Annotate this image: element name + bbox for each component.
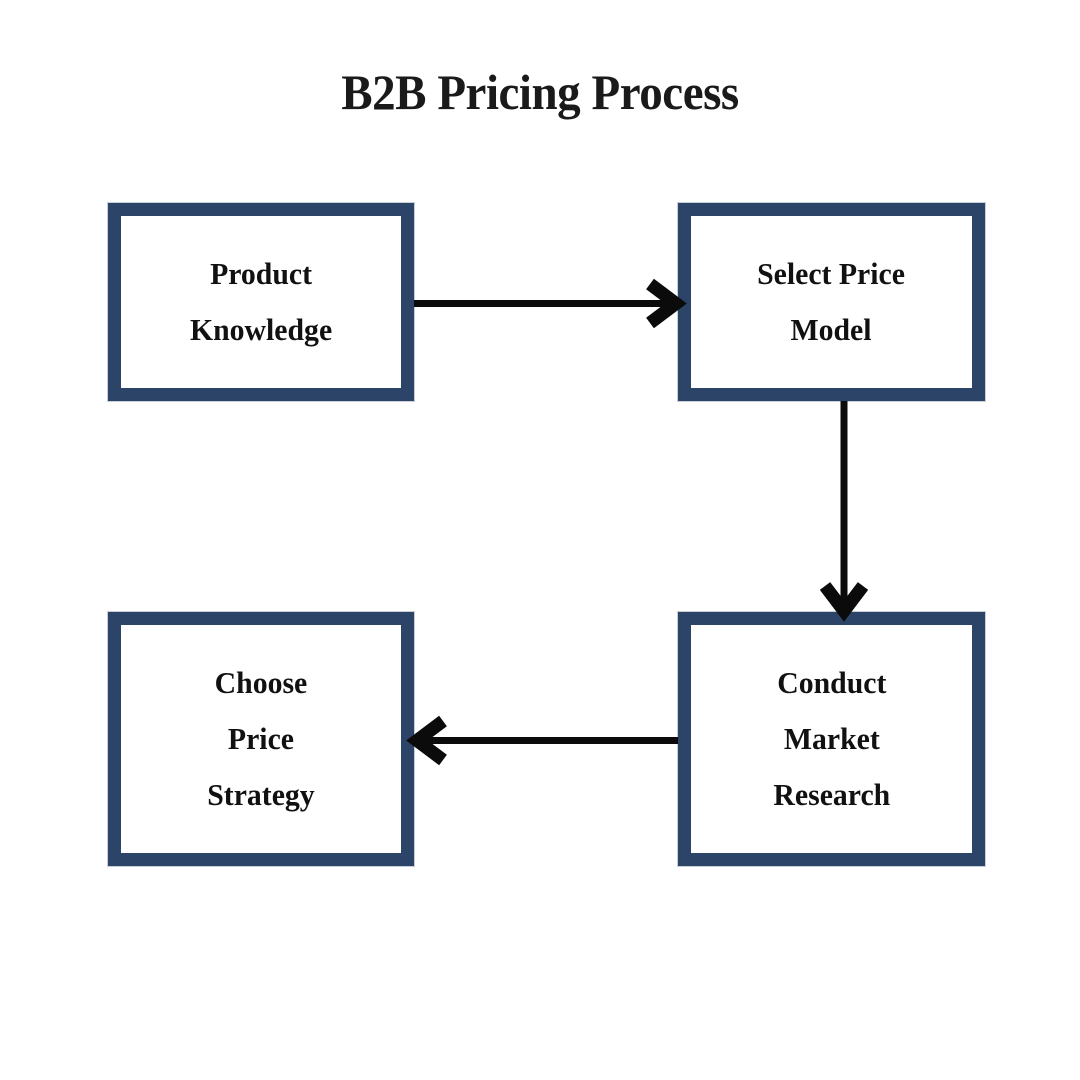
flow-node-label: Choose Price Strategy: [207, 665, 315, 812]
flow-node-conduct-market-research[interactable]: Conduct Market Research: [677, 611, 986, 867]
page-title: B2B Pricing Process: [341, 64, 739, 120]
arrow-head-down-icon: [819, 582, 869, 622]
flow-node-label: Select Price Model: [757, 256, 906, 347]
flow-node-product-knowledge[interactable]: Product Knowledge: [107, 202, 415, 402]
flow-node-label: Product Knowledge: [189, 256, 333, 347]
arrow-conduct-market-research-to-choose-price-strategy: [406, 715, 678, 766]
flow-node-choose-price-strategy[interactable]: Choose Price Strategy: [107, 611, 415, 867]
flow-node-select-price-model[interactable]: Select Price Model: [677, 202, 986, 402]
arrow-head-left-icon: [406, 715, 447, 766]
arrow-head-right-icon: [646, 278, 687, 329]
arrow-select-price-model-to-conduct-market-research: [819, 401, 869, 622]
flow-node-label: Conduct Market Research: [773, 665, 890, 812]
arrow-product-knowledge-to-select-price-model: [414, 278, 687, 329]
